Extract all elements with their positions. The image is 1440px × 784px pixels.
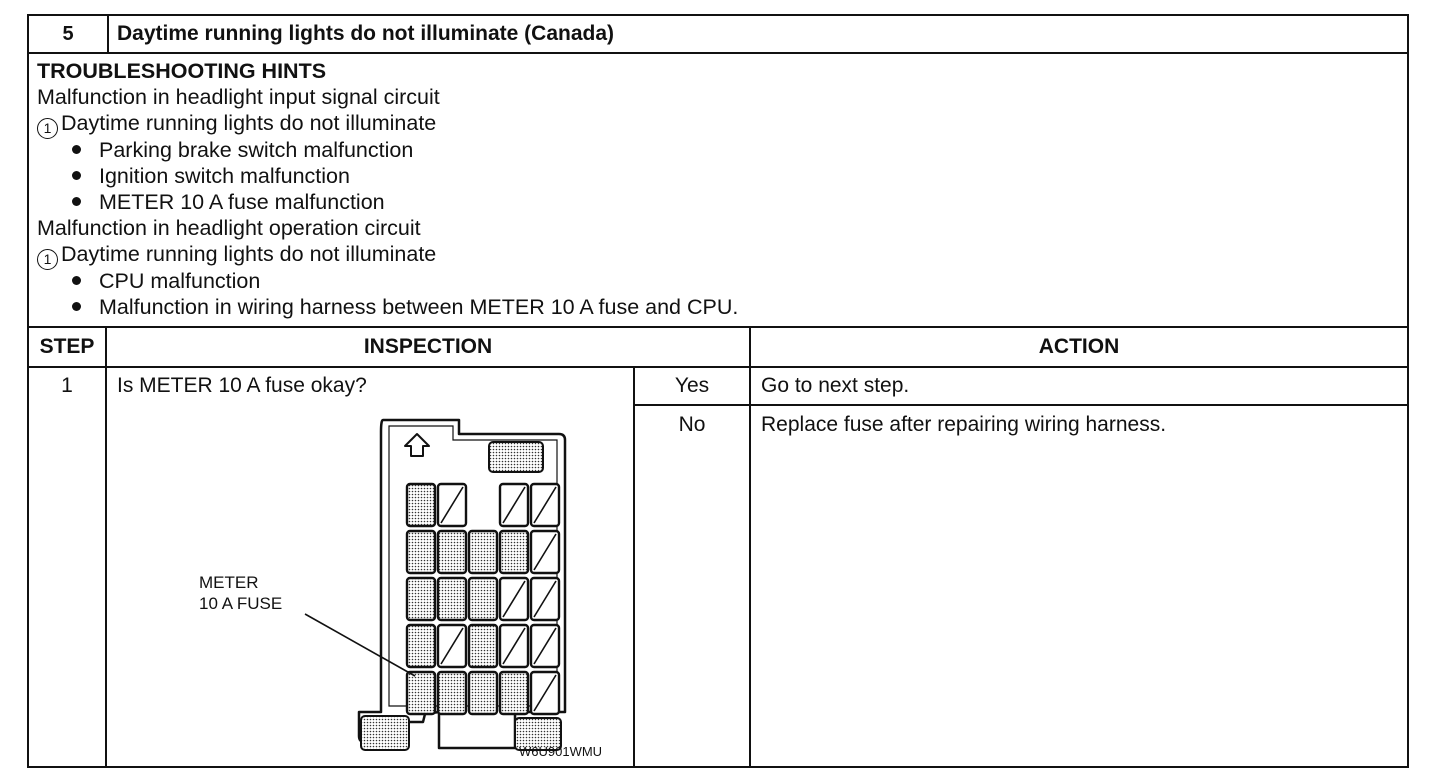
column-header-inspection: INSPECTION: [363, 335, 493, 358]
fuse-slot: [529, 576, 561, 622]
fuse-grid: [405, 482, 561, 716]
hint-cause-text: Parking brake switch malfunction: [99, 137, 414, 162]
troubleshooting-sheet: 5 Daytime running lights do not illumina…: [27, 14, 1409, 768]
fuse-slot: [467, 576, 499, 622]
answer-yes: Yes: [674, 374, 710, 397]
outcome-divider: [633, 404, 1407, 406]
hints-heading: TROUBLESHOOTING HINTS: [37, 59, 327, 83]
fuse-slot: [467, 623, 499, 669]
up-arrow-icon: [404, 433, 430, 457]
hint-cause: METER 10 A fuse malfunction: [37, 189, 738, 215]
fuse-slot: [498, 576, 530, 622]
fuse-slot: [529, 529, 561, 575]
hint-cause-text: Ignition switch malfunction: [99, 163, 350, 188]
fuse-slot: [405, 623, 437, 669]
action-yes: Go to next step.: [761, 374, 910, 397]
step-column-divider: [105, 326, 107, 766]
fuse-slot: [498, 623, 530, 669]
section-title: Daytime running lights do not illuminate…: [117, 22, 615, 45]
action-column-divider: [749, 326, 751, 766]
fuse-slot: [405, 482, 437, 528]
hint-cause: Malfunction in wiring harness between ME…: [37, 294, 738, 320]
callout-label-line1: METER: [199, 573, 259, 592]
section-number: 5: [62, 23, 74, 45]
hint-group-title: Malfunction in headlight input signal ci…: [37, 85, 440, 110]
column-header-action: ACTION: [1038, 335, 1120, 358]
fuse-box-diagram: METER 10 A FUSE W6U901WMU: [189, 412, 629, 767]
hint-symptom-text: Daytime running lights do not illuminate: [61, 111, 437, 136]
fuse-slot: [436, 670, 468, 716]
hint-group-title: Malfunction in headlight operation circu…: [37, 216, 421, 241]
inspection-question: Is METER 10 A fuse okay?: [117, 374, 367, 397]
hint-cause: CPU malfunction: [37, 268, 738, 294]
header-divider: [29, 52, 1407, 54]
fuse-slot: [436, 576, 468, 622]
troubleshooting-hints: TROUBLESHOOTING HINTS Malfunction in hea…: [37, 58, 738, 320]
bullet-icon: [72, 170, 81, 180]
step-number: 1: [61, 374, 73, 397]
fuse-slot: [498, 670, 530, 716]
column-header-step: STEP: [39, 335, 95, 358]
answer-no: No: [678, 413, 706, 436]
fuse-slot: [498, 529, 530, 575]
fuse-box-illustration: METER 10 A FUSE W6U901WMU: [199, 418, 602, 759]
fuse-slot: [436, 482, 468, 528]
fuse-slot: [405, 529, 437, 575]
hint-cause-text: Malfunction in wiring harness between ME…: [99, 294, 739, 319]
hints-divider: [29, 326, 1407, 328]
fuse-slot: [436, 623, 468, 669]
answer-column-divider: [633, 366, 635, 766]
bullet-icon: [72, 275, 81, 285]
fuse-slot: [467, 529, 499, 575]
bullet-icon: [72, 196, 81, 206]
column-header-divider: [29, 366, 1407, 368]
hint-cause: Ignition switch malfunction: [37, 163, 738, 189]
callout-label-line2: 10 A FUSE: [199, 594, 282, 613]
hint-cause-text: CPU malfunction: [99, 268, 261, 293]
bullet-icon: [72, 301, 81, 311]
fuse-slot: [498, 482, 530, 528]
hint-cause-text: METER 10 A fuse malfunction: [99, 189, 385, 214]
fuse-slot: [467, 670, 499, 716]
fuse-slot: [529, 670, 561, 716]
fuse-slot: [529, 482, 561, 528]
header-number-divider: [107, 16, 109, 52]
fuse-slot: [405, 576, 437, 622]
action-no: Replace fuse after repairing wiring harn…: [761, 413, 1167, 436]
hint-symptom-text: Daytime running lights do not illuminate: [61, 242, 437, 267]
callout-leader-line: [304, 613, 416, 677]
hint-cause: Parking brake switch malfunction: [37, 137, 738, 163]
figure-code: W6U901WMU: [519, 744, 602, 759]
fuse-slot: [405, 670, 437, 716]
bullet-icon: [72, 144, 81, 154]
circled-number-icon: 1: [37, 118, 58, 140]
fuse-slot: [436, 529, 468, 575]
circled-number-icon: 1: [37, 249, 58, 271]
fuse-slot: [529, 623, 561, 669]
